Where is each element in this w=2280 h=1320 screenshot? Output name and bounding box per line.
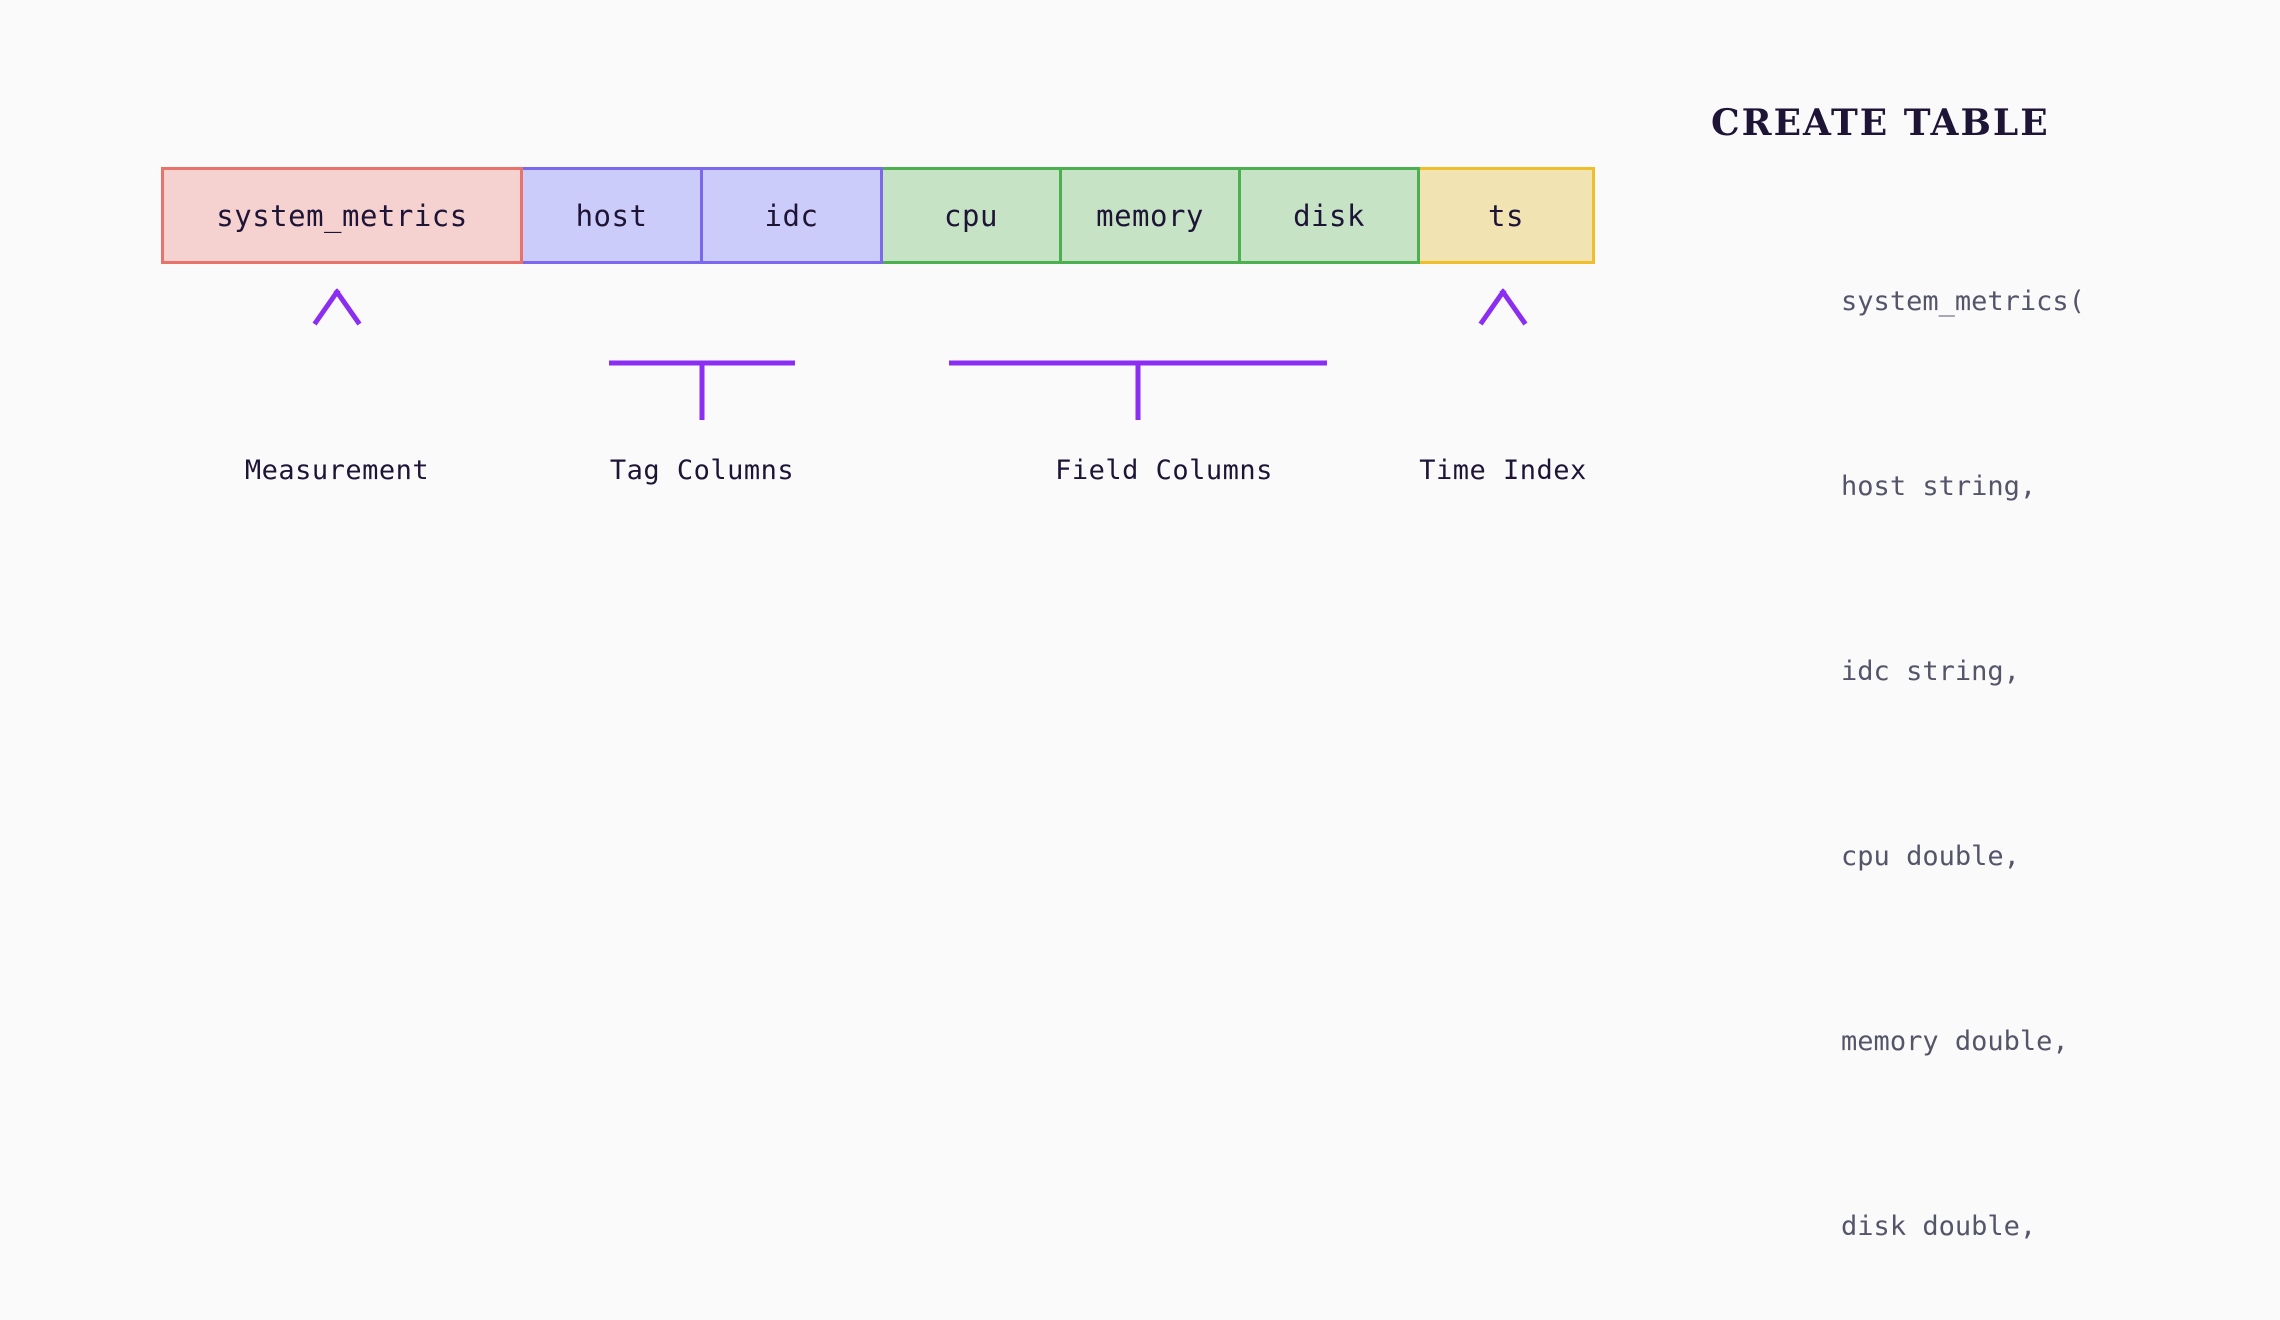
schema-cell-label: ts [1488, 198, 1524, 233]
connector-arrow-time-index [1478, 288, 1528, 412]
schema-cell-ts[interactable]: ts [1417, 167, 1595, 264]
schema-cell-label: system_metrics [216, 198, 468, 233]
sql-line-text: cpu double, [1841, 841, 2020, 872]
schema-cell-label: memory [1096, 198, 1204, 233]
sql-line-text: idc string, [1841, 656, 2020, 687]
sql-line-text: memory double, [1841, 1026, 2069, 1057]
sql-heading: CREATE TABLE [1711, 102, 2050, 144]
sql-line: cpu double, [1711, 801, 2231, 912]
schema-cell-idc[interactable]: idc [700, 167, 883, 264]
connector-arrow-measurement [312, 288, 362, 412]
schema-cell-label: cpu [944, 198, 998, 233]
sql-line-text: disk double, [1841, 1211, 2037, 1242]
schema-cell-label: idc [764, 198, 819, 233]
schema-cell-system-metrics[interactable]: system_metrics [161, 167, 523, 264]
sql-line-text: system_metrics( [1841, 286, 2085, 317]
schema-cell-cpu[interactable]: cpu [880, 167, 1062, 264]
caption-measurement: Measurement [244, 455, 430, 486]
caption-field-columns: Field Columns [1055, 455, 1273, 486]
schema-cell-label: disk [1293, 198, 1365, 233]
schema-cell-host[interactable]: host [520, 167, 703, 264]
schema-cell-disk[interactable]: disk [1238, 167, 1420, 264]
diagram-canvas: system_metrics host idc cpu memory disk … [161, 102, 2085, 1242]
sql-line: disk double, [1711, 1171, 2231, 1282]
caption-time-index: Time Index [1419, 455, 1587, 486]
schema-cell-memory[interactable]: memory [1059, 167, 1241, 264]
sql-line: system_metrics( [1711, 246, 2231, 357]
schema-strip: system_metrics host idc cpu memory disk … [161, 167, 1595, 264]
sql-line: memory double, [1711, 986, 2231, 1097]
sql-panel: CREATE TABLE system_metrics( host string… [1711, 102, 2231, 1320]
schema-cell-label: host [575, 198, 648, 233]
caption-tag-columns: Tag Columns [609, 455, 795, 486]
sql-line-text: host string, [1841, 471, 2037, 502]
connector-bracket-field [948, 301, 1328, 420]
sql-line: idc string, [1711, 616, 2231, 727]
sql-line: host string, [1711, 431, 2231, 542]
connector-bracket-tag [608, 301, 796, 420]
sql-body: system_metrics( host string, idc string,… [1711, 172, 2231, 1320]
